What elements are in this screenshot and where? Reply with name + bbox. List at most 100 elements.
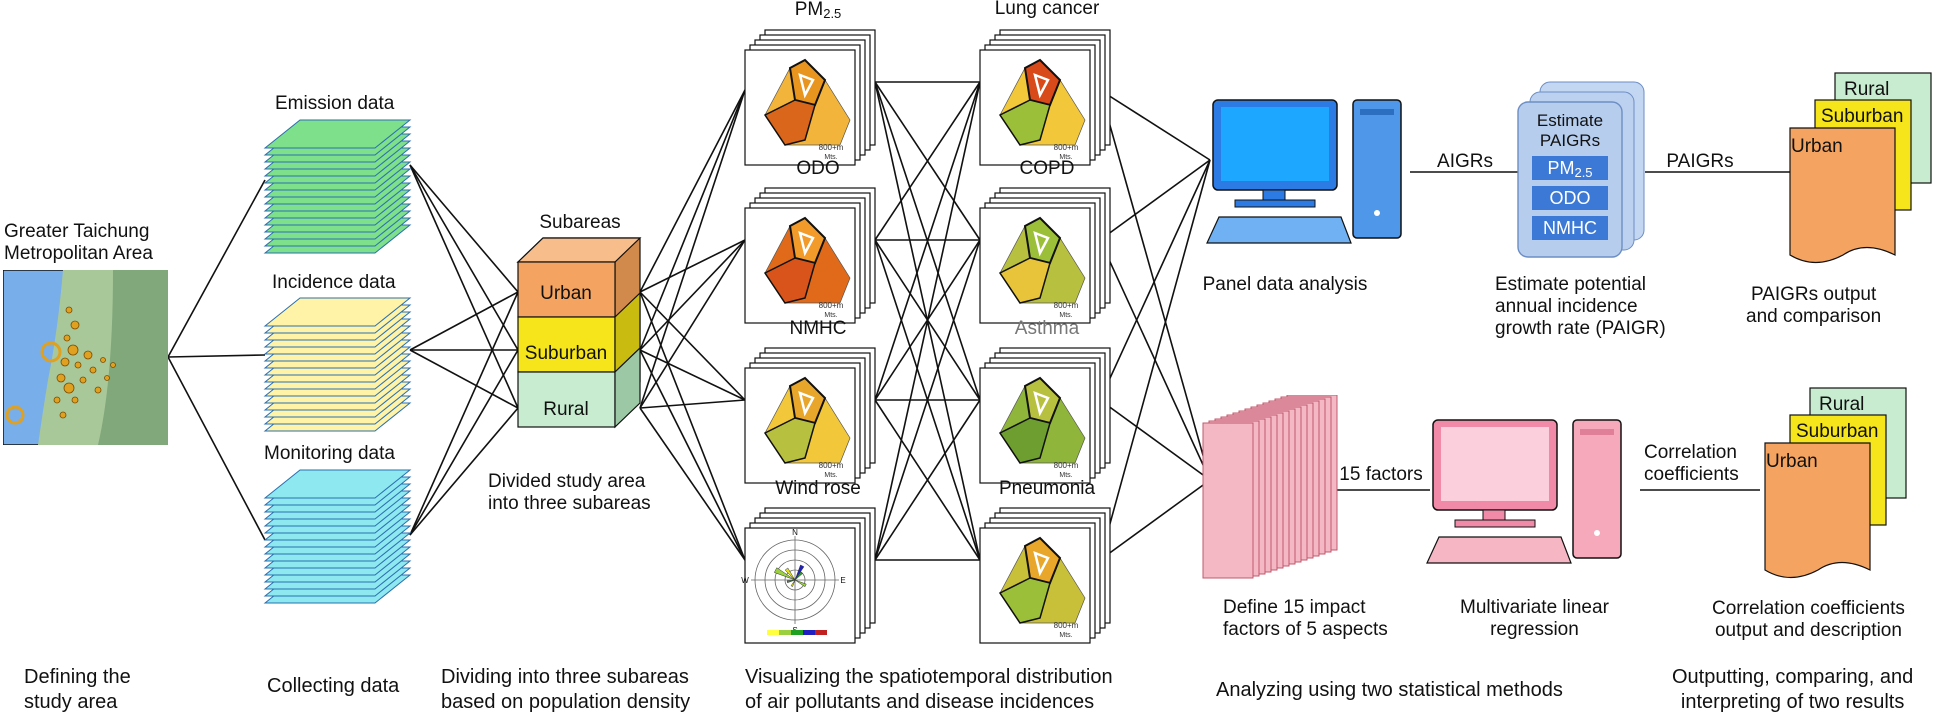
correlation-arrow-label: Correlation coefficients bbox=[1644, 442, 1739, 485]
factors-stack bbox=[1202, 395, 1338, 579]
paigrs-output-docs bbox=[1789, 72, 1932, 264]
panel-data-computer bbox=[1206, 99, 1402, 244]
rose-petal bbox=[773, 567, 796, 581]
map-region bbox=[763, 257, 816, 304]
correlation-output-docs bbox=[1764, 387, 1907, 579]
map-scale-label: Mts. bbox=[1059, 632, 1072, 639]
pm25-map-label: PM2.5 bbox=[794, 0, 842, 21]
cube-face-suburban bbox=[517, 316, 616, 373]
subareas-caption: Divided study area into three subareas bbox=[488, 471, 651, 514]
map-region bbox=[763, 417, 816, 464]
monitoring-data-stack bbox=[263, 469, 412, 604]
monitor-screen bbox=[1221, 107, 1329, 181]
rose-petal bbox=[784, 567, 796, 581]
factors-arrow-label: 15 factors bbox=[1339, 464, 1423, 485]
paigrs-suburban-label: Suburban bbox=[1821, 106, 1904, 127]
step-collect-data: Collecting data bbox=[267, 675, 400, 697]
rose-legend-swatch bbox=[767, 630, 779, 635]
map-scale-label: Mts. bbox=[1059, 312, 1072, 319]
map-region bbox=[998, 99, 1051, 146]
study-area-map bbox=[3, 270, 168, 445]
copd-map-label: COPD bbox=[1019, 158, 1075, 179]
estimate-pm25: PM2.5 bbox=[1547, 158, 1593, 180]
wind-rose-label: Wind rose bbox=[775, 478, 861, 499]
cube-face-urban bbox=[517, 261, 616, 318]
corr-rural-label: Rural bbox=[1819, 394, 1865, 415]
compass-w-label: W bbox=[741, 576, 749, 585]
corr-urban-label: Urban bbox=[1766, 451, 1818, 472]
estimate-paigrs-stack bbox=[1517, 81, 1645, 258]
regression-caption: Multivariate linear regression bbox=[1460, 597, 1609, 640]
map-scale-label: Mts. bbox=[824, 472, 837, 479]
factors-caption: Define 15 impact factors of 5 aspects bbox=[1223, 597, 1388, 640]
nmhc-map-label: NMHC bbox=[789, 318, 847, 339]
estimate-nmhc: NMHC bbox=[1543, 218, 1597, 238]
map-scale-label: 800+m bbox=[819, 301, 844, 310]
monitoring-data-label: Monitoring data bbox=[264, 443, 395, 464]
keyboard bbox=[1206, 216, 1352, 244]
rose-legend-swatch bbox=[803, 630, 815, 635]
incidence-data-label: Incidence data bbox=[272, 272, 396, 293]
map-boundary bbox=[798, 72, 815, 99]
emission-data-stack bbox=[263, 119, 412, 254]
map-scale-label: Mts. bbox=[824, 154, 837, 161]
map-sheet bbox=[744, 527, 856, 644]
aigrs-arrow-label: AIGRs bbox=[1437, 151, 1493, 172]
rose-legend-swatch bbox=[779, 630, 791, 635]
correlation-output-caption: Correlation coefficients output and desc… bbox=[1712, 598, 1905, 641]
monitor-screen bbox=[1441, 427, 1549, 501]
subareas-cube bbox=[516, 237, 642, 429]
pm25-chip bbox=[1532, 156, 1608, 180]
rose-petal bbox=[794, 579, 807, 588]
map-boundary bbox=[1033, 390, 1050, 417]
keyboard bbox=[1426, 536, 1572, 564]
map-region bbox=[788, 216, 827, 265]
map-region bbox=[788, 58, 827, 107]
map-scale-label: 800+m bbox=[1054, 621, 1079, 630]
nmhc-chip bbox=[1532, 216, 1608, 240]
lung-cancer-map-label: Lung cancer bbox=[994, 0, 1100, 19]
data-sheet bbox=[263, 119, 412, 149]
incidence-data-stack bbox=[263, 297, 412, 432]
map-scale-label: 800+m bbox=[1054, 461, 1079, 470]
map-scale-label: 800+m bbox=[1054, 301, 1079, 310]
estimate-title: Estimate PAIGRs bbox=[1536, 111, 1604, 150]
map-region bbox=[998, 257, 1051, 304]
paigrs-urban-label: Urban bbox=[1791, 136, 1843, 157]
rose-legend-swatch bbox=[791, 630, 803, 635]
doc-urban bbox=[1789, 127, 1896, 264]
pc-tower bbox=[1572, 419, 1622, 559]
map-region bbox=[1023, 376, 1062, 425]
map-boundary bbox=[798, 390, 815, 417]
map-region bbox=[763, 99, 816, 146]
regression-computer bbox=[1426, 419, 1622, 564]
map-region bbox=[1023, 216, 1062, 265]
map-boundary bbox=[798, 230, 815, 257]
map-region bbox=[1023, 536, 1062, 585]
map-boundary bbox=[1033, 72, 1050, 99]
map-scale-label: Mts. bbox=[824, 312, 837, 319]
subareas-title: Subareas bbox=[539, 212, 621, 233]
asthma-map-label: Asthma bbox=[1014, 318, 1080, 339]
map-boundary bbox=[1033, 230, 1050, 257]
wind-rose-chart: NSEW bbox=[741, 507, 876, 644]
map-scale-label: 800+m bbox=[819, 143, 844, 152]
corr-suburban-label: Suburban bbox=[1796, 421, 1879, 442]
study-area-title: Greater Taichung Metropolitan Area bbox=[4, 221, 153, 264]
rose-petal bbox=[794, 571, 803, 581]
odo-map-label: ODO bbox=[796, 158, 840, 179]
pneumonia-map-label: Pneumonia bbox=[998, 478, 1096, 499]
map-region bbox=[998, 417, 1051, 464]
compass-n-label: N bbox=[792, 528, 798, 537]
suburban-label: Suburban bbox=[524, 343, 608, 364]
